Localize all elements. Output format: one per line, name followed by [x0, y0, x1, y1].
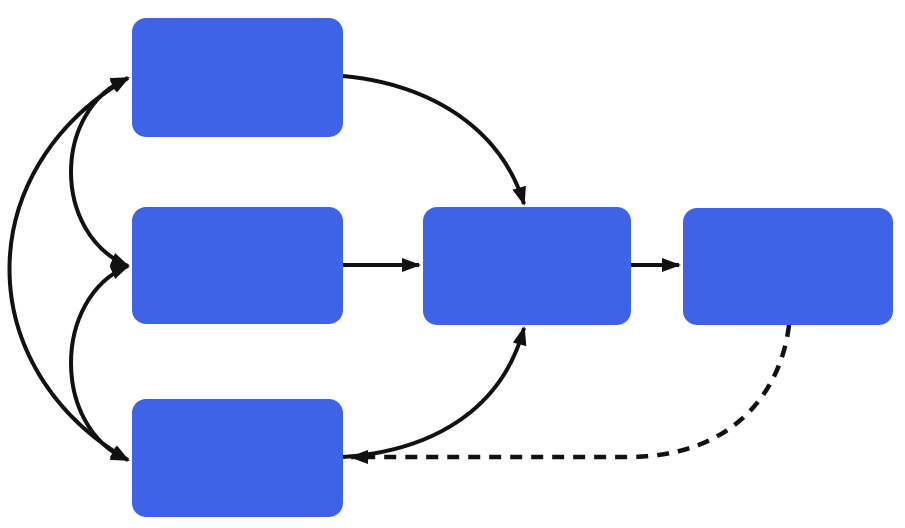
edge-top-to-center	[342, 74, 526, 206]
nodes-layer	[132, 18, 893, 517]
node-center	[423, 207, 631, 325]
edge-arc-top-middle	[69, 76, 130, 268]
edge-right-to-bottom-dashed	[349, 324, 792, 464]
edges-layer	[7, 74, 792, 464]
node-right	[683, 208, 893, 325]
edge-arc-middle-bottom	[69, 264, 130, 462]
node-bottom-left	[132, 399, 343, 517]
edge-arc-top-bottom	[7, 76, 130, 462]
node-top-left	[132, 18, 343, 137]
node-middle-left	[132, 207, 343, 324]
edge-bottom-to-center	[342, 326, 527, 459]
